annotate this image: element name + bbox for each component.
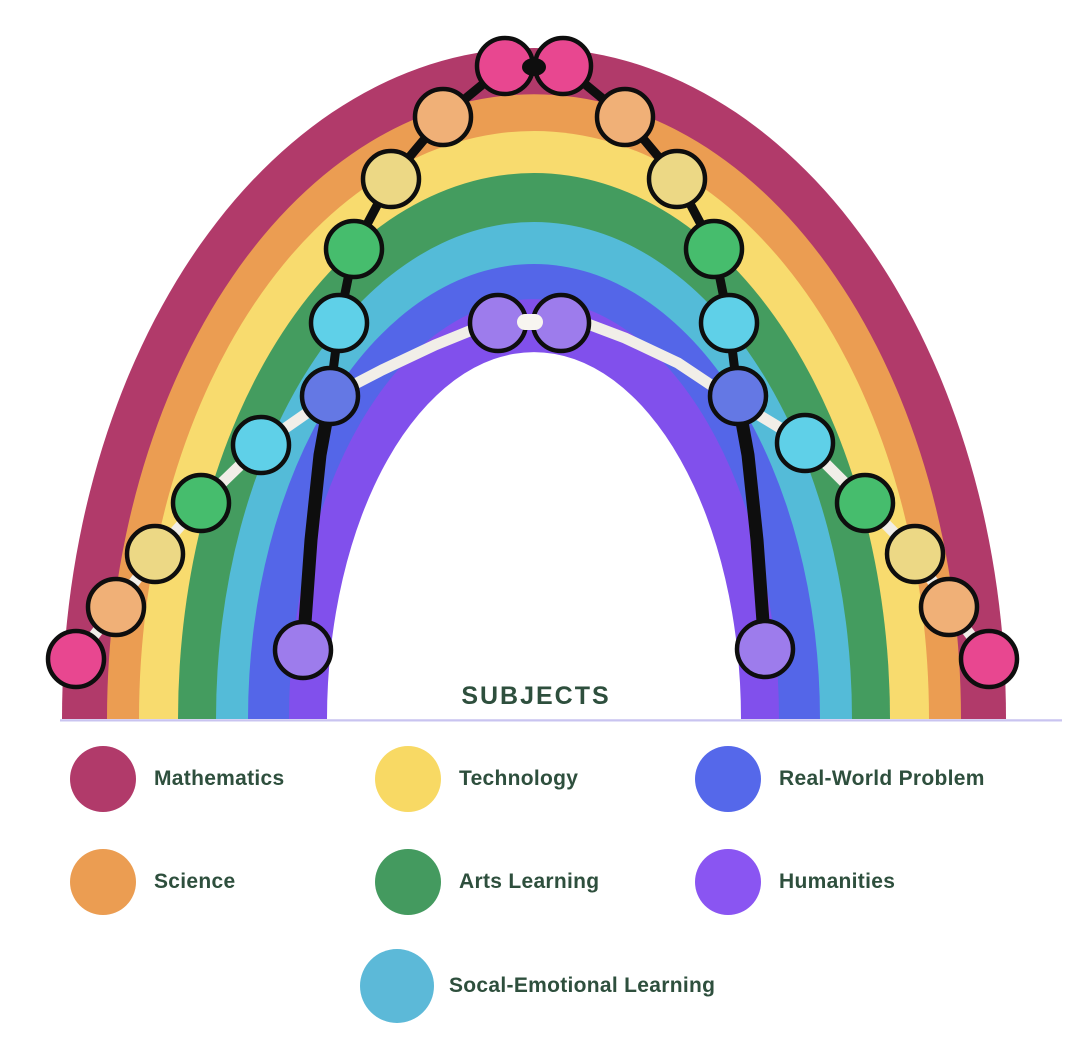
- bead-cyan: [308, 292, 370, 354]
- bead-green: [170, 472, 232, 534]
- bead-orange: [412, 86, 474, 148]
- legend-item-technology: Technology: [375, 746, 578, 812]
- legend-label-humanities: Humanities: [779, 870, 896, 893]
- bead-green: [834, 472, 896, 534]
- band-inner-hole: [327, 352, 741, 719]
- bead-orange: [594, 86, 656, 148]
- page-title: SUBJECTS: [461, 682, 611, 710]
- legend-swatch-social-emotional-learning: [360, 949, 434, 1023]
- legend-label-science: Science: [154, 870, 236, 893]
- black-descender-right: [731, 393, 772, 656]
- bead-orange: [918, 576, 980, 638]
- legend-swatch-real-world-problem: [695, 746, 761, 812]
- bead-purple: [272, 619, 334, 681]
- pink-pair-link: [522, 58, 546, 76]
- legend-label-real-world-problem: Real-World Problem: [779, 767, 985, 790]
- bead-yellow: [884, 523, 946, 585]
- bead-cyan: [774, 412, 836, 474]
- legend-swatch-humanities: [695, 849, 761, 915]
- legend-item-arts-learning: Arts Learning: [375, 849, 599, 915]
- bead-yellow: [124, 523, 186, 585]
- bead-yellow: [360, 148, 422, 210]
- legend-item-real-world-problem: Real-World Problem: [695, 746, 985, 812]
- bead-blue: [707, 365, 769, 427]
- legend-item-social-emotional-learning: Socal-Emotional Learning: [360, 949, 715, 1023]
- legend-label-social-emotional-learning: Socal-Emotional Learning: [449, 974, 716, 997]
- bead-pink: [958, 628, 1020, 690]
- legend-item-science: Science: [70, 849, 236, 915]
- bead-green: [323, 218, 385, 280]
- legend-swatch-technology: [375, 746, 441, 812]
- legend-label-technology: Technology: [459, 767, 579, 790]
- legend-label-arts-learning: Arts Learning: [459, 870, 600, 893]
- bead-pink: [45, 628, 107, 690]
- bead-yellow: [646, 148, 708, 210]
- bead-cyan: [698, 292, 760, 354]
- black-descender-left: [296, 393, 337, 657]
- bead-blue: [299, 365, 361, 427]
- legend-item-humanities: Humanities: [695, 849, 895, 915]
- bead-green: [683, 218, 745, 280]
- legend-label-mathematics: Mathematics: [154, 767, 285, 790]
- legend-swatch-science: [70, 849, 136, 915]
- legend-item-mathematics: Mathematics: [70, 746, 285, 812]
- bead-orange: [85, 576, 147, 638]
- legend-swatch-arts-learning: [375, 849, 441, 915]
- purple-pair-link: [517, 314, 543, 330]
- bead-purple: [734, 618, 796, 680]
- bead-cyan: [230, 414, 292, 476]
- legend-swatch-mathematics: [70, 746, 136, 812]
